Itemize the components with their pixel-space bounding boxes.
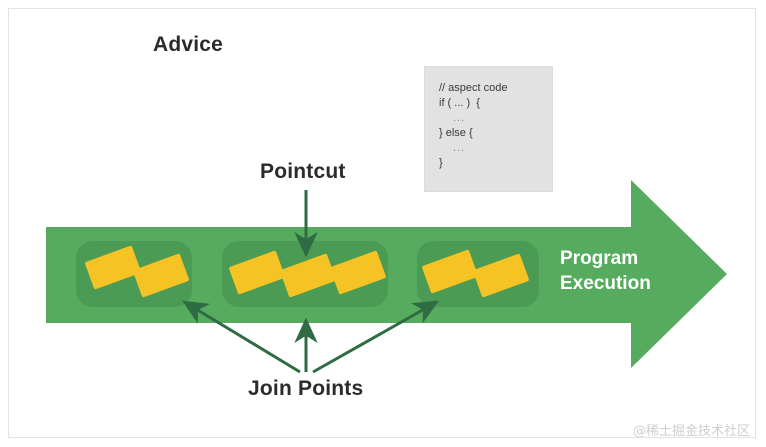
joinpoints-arrow-right <box>312 300 439 374</box>
joinpoints-arrow-left <box>182 300 301 374</box>
program-execution-label: Program Execution <box>560 246 690 296</box>
code-line: // aspect code <box>439 82 508 94</box>
code-line: ... <box>453 142 466 154</box>
joinpoints-label: Join Points <box>248 377 364 400</box>
code-line: ... <box>453 112 466 124</box>
watermark: @稀土掘金技术社区 <box>632 424 750 439</box>
joinpoint-block <box>422 249 478 294</box>
code-line: if ( ... ) { <box>439 97 480 109</box>
joinpoints-arrows <box>182 300 439 374</box>
code-line: } <box>439 157 443 169</box>
joinpoint-blocks <box>85 245 529 298</box>
advice-title-text: Advice <box>152 33 224 56</box>
code-line: } else { <box>439 127 473 139</box>
joinpoint-block <box>229 250 285 295</box>
joinpoint-block <box>473 253 529 298</box>
joinpoint-block <box>280 253 336 298</box>
program-execution-line1: Program <box>560 248 639 269</box>
joinpoint-block <box>85 245 141 290</box>
advice-title: Advice <box>0 33 766 57</box>
program-execution-line2: Execution <box>560 273 651 294</box>
advice-code-lines: // aspect code if ( ... ) { ... } else {… <box>439 81 508 171</box>
pointcut-label: Pointcut <box>260 160 346 183</box>
joinpoint-block <box>133 253 189 298</box>
joinpoint-block <box>330 250 386 295</box>
advice-code-box: // aspect code if ( ... ) { ... } else {… <box>424 66 553 192</box>
